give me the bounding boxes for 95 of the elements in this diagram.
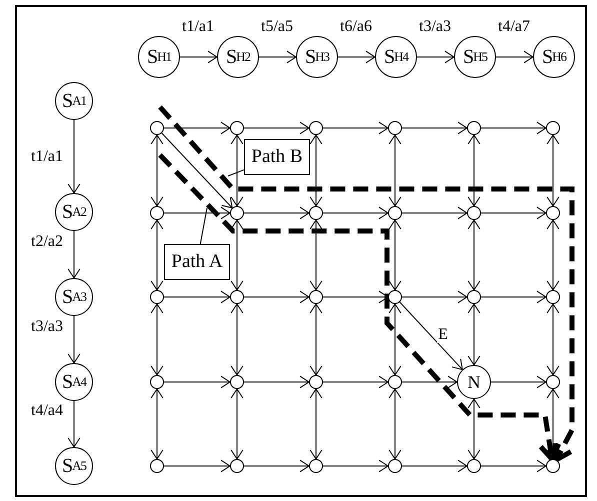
arrow: [322, 122, 388, 134]
arrow: [480, 290, 546, 304]
path-arrow: [158, 153, 562, 462]
arrow: [468, 220, 480, 290]
leader-line: [200, 208, 208, 244]
arrow: [258, 50, 296, 64]
callout-box: Path B: [244, 139, 310, 175]
arrow: [68, 400, 80, 448]
grid-node: [150, 121, 164, 135]
arrow: [402, 290, 468, 304]
arrow: [496, 50, 534, 64]
arrow: [402, 206, 468, 220]
grid-node: [388, 459, 402, 473]
arrow: [310, 388, 322, 460]
arrow: [402, 460, 468, 472]
arrow: [322, 206, 388, 220]
grid-node: [150, 375, 164, 389]
grid-node: [546, 290, 560, 304]
arrow: [230, 388, 244, 460]
arrow: [164, 206, 230, 220]
arrow: [388, 304, 402, 376]
arrow: [388, 134, 402, 206]
arrow: [468, 304, 480, 366]
arrow: [490, 376, 546, 388]
arrow: [480, 122, 546, 134]
arrow: [310, 304, 322, 376]
edge-label: E: [437, 327, 449, 343]
arrow: [68, 230, 80, 278]
grid-node: [309, 459, 323, 473]
grid-node: [388, 375, 402, 389]
grid-node: [546, 206, 560, 220]
arrow: [546, 304, 560, 376]
grid-node: [546, 121, 560, 135]
arrow: [310, 134, 322, 206]
arrow: [230, 220, 244, 290]
arrow: [468, 398, 480, 460]
grid-node: [546, 375, 560, 389]
arrow: [416, 50, 454, 64]
arrow: [244, 206, 310, 220]
arrow: [480, 460, 546, 472]
grid-node: [230, 290, 244, 304]
arrow: [244, 460, 310, 472]
grid-node: [230, 121, 244, 135]
grid-node: [467, 206, 481, 220]
arrow: [150, 134, 164, 206]
grid-node: [388, 121, 402, 135]
arrow: [244, 290, 310, 304]
arrow: [310, 220, 322, 290]
arrow: [68, 120, 80, 194]
grid-node: [309, 290, 323, 304]
grid-node: [467, 290, 481, 304]
arrow: [164, 460, 230, 472]
grid-node: [388, 290, 402, 304]
arrow: [338, 50, 376, 64]
grid-node: [388, 206, 402, 220]
grid-node: [309, 121, 323, 135]
arrow: [230, 134, 244, 206]
arrow: [68, 316, 80, 364]
arrow: [150, 220, 164, 290]
grid-node: [230, 459, 244, 473]
grid-node: [309, 375, 323, 389]
arrow: [402, 122, 468, 134]
arrow: [546, 220, 560, 290]
callout-box: Path A: [164, 244, 230, 280]
grid-node: [467, 459, 481, 473]
arrow: [322, 376, 388, 388]
arrow: [164, 122, 230, 134]
grid-node: [546, 459, 560, 473]
grid-node: [150, 206, 164, 220]
grid-node: [230, 206, 244, 220]
arrow: [388, 220, 402, 290]
arrow: [244, 122, 310, 134]
arrow: [480, 206, 546, 220]
arrow: [399, 302, 463, 370]
path-arrow: [158, 105, 574, 462]
arrow: [244, 376, 310, 388]
arrow: [161, 132, 233, 208]
grid-node: [230, 375, 244, 389]
grid-node: [150, 290, 164, 304]
arrow: [150, 304, 164, 376]
arrow: [150, 388, 164, 460]
grid-node: [309, 206, 323, 220]
arrow: [402, 376, 458, 388]
arrow: [322, 460, 388, 472]
arrow: [230, 304, 244, 376]
leader-line: [228, 169, 244, 176]
grid-node: [467, 121, 481, 135]
arrow: [546, 134, 560, 206]
arrow: [388, 388, 402, 460]
arrow: [180, 50, 218, 64]
grid-node: [150, 459, 164, 473]
arrow: [164, 376, 230, 388]
state-circle: N: [457, 365, 491, 399]
arrow: [468, 134, 480, 206]
arrow: [164, 290, 230, 304]
